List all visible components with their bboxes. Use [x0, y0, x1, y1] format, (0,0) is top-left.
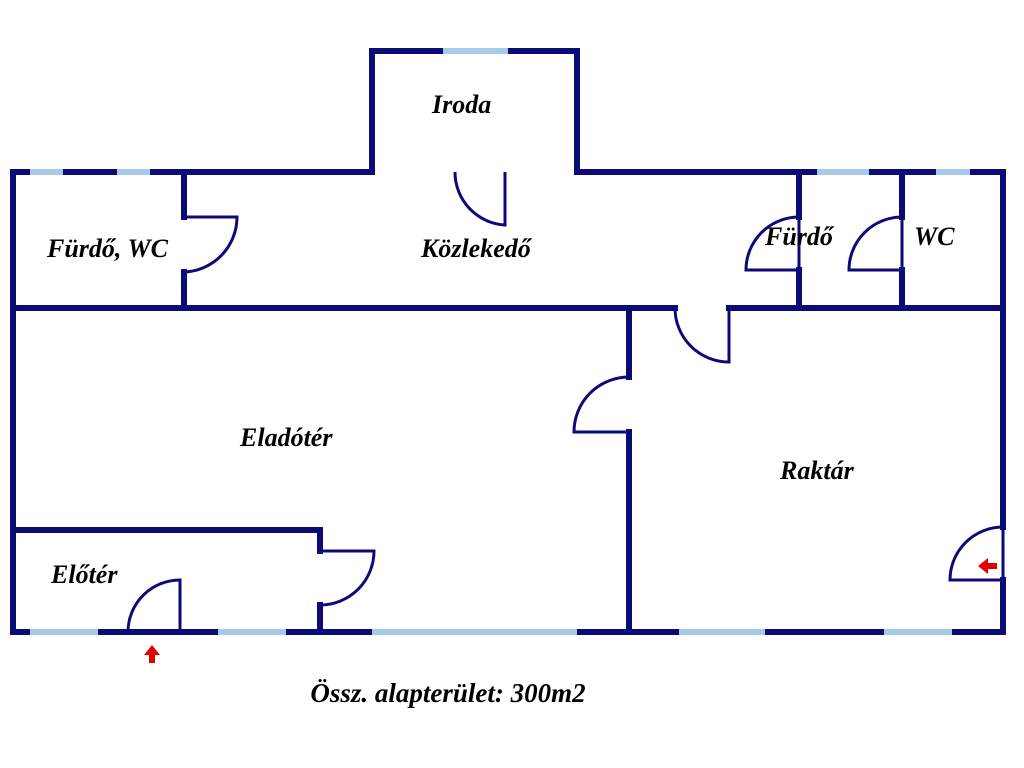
walls — [10, 48, 1006, 635]
room-label-eloter: Előtér — [50, 560, 118, 589]
main-entrance-door — [126, 578, 182, 633]
room-label-raktar: Raktár — [779, 456, 855, 485]
corridor-raktar-door — [673, 307, 731, 364]
raktar-entrance-door — [948, 525, 1005, 582]
room-label-furdo-wc: Fürdő, WC — [46, 234, 169, 263]
windows — [30, 48, 970, 635]
iroda-door — [453, 171, 507, 227]
wc-door — [847, 215, 904, 272]
furdo-door — [744, 215, 801, 272]
room-label-eladoter: Eladótér — [239, 423, 333, 452]
furdo-wc-door — [183, 215, 239, 274]
room-label-wc: WC — [914, 222, 955, 251]
total-area-caption: Össz. alapterület: 300m2 — [0, 678, 1024, 709]
entrance-arrow-left-icon — [978, 558, 997, 574]
room-label-kozlekedo: Közlekedő — [420, 234, 533, 263]
entrance-arrows — [144, 558, 997, 663]
total-area-text: Össz. alapterület: 300m2 — [310, 678, 586, 708]
room-label-furdo: Fürdő — [764, 222, 835, 251]
doors — [126, 171, 1005, 633]
room-label-iroda: Iroda — [431, 90, 491, 119]
eladoter-raktar-door — [572, 375, 630, 434]
eloter-eladoter-door — [319, 549, 376, 607]
entrance-arrow-up-icon — [144, 645, 160, 663]
